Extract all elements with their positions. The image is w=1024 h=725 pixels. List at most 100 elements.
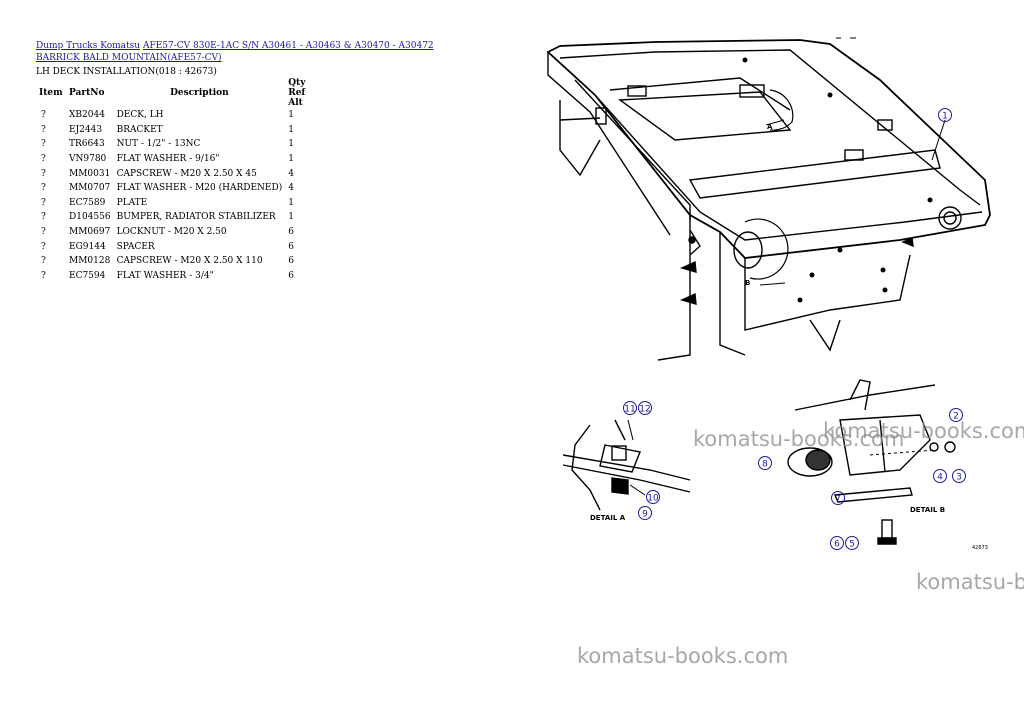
svg-text:3: 3 <box>956 473 962 483</box>
breadcrumb-link-dump-trucks[interactable]: Dump Trucks Komatsu <box>36 41 141 51</box>
row-qty: 4 <box>288 168 294 179</box>
svg-text:7: 7 <box>835 495 841 505</box>
table-row: ? TR6643 NUT - 1/2" - 13NC 1 <box>36 137 308 152</box>
row-description: LOCKNUT - M20 X 2.50 <box>116 227 227 238</box>
row-description: PLATE <box>116 197 148 208</box>
breadcrumb: Dump Trucks Komatsu AFE57-CV 830E-1AC S/… <box>36 40 476 64</box>
parts-table-body: ? XB2044 DECK, LH 1? EJ2443 BRACKET 1? TR6643 NU… <box>36 108 308 283</box>
detail-b-drawing <box>787 379 956 545</box>
callout-11: 11 <box>623 401 637 415</box>
table-row: ? MM0128 CAPSCREW - M20 X 2.50 X 110 6 <box>36 254 308 269</box>
parts-table: Item PartNo Description Qty Ref Alt ? XB2… <box>36 78 308 283</box>
drawing-number: 42673 <box>972 545 988 551</box>
row-qty: 1 <box>288 124 294 135</box>
row-partno: MM0707 <box>69 183 111 194</box>
table-row: ? VN9780 FLAT WASHER - 9/16" 1 <box>36 152 308 167</box>
callout-12: 12 <box>638 401 652 415</box>
row-item: ? <box>41 183 46 194</box>
row-item: ? <box>41 139 46 150</box>
svg-text:6: 6 <box>834 540 840 550</box>
svg-text:12: 12 <box>639 405 650 415</box>
svg-text:2: 2 <box>953 412 959 422</box>
watermark-2: komatsu-books.com <box>823 419 1024 443</box>
row-partno: EJ2443 <box>69 124 103 135</box>
row-qty: 4 <box>288 183 294 194</box>
watermark-3: komatsu-b <box>916 570 1024 594</box>
callout-3: 3 <box>952 469 966 483</box>
row-item: ? <box>41 256 46 267</box>
row-description: FLAT WASHER - 9/16" <box>116 154 220 165</box>
row-item: ? <box>41 241 46 252</box>
row-qty: 6 <box>288 227 294 238</box>
row-qty: 6 <box>288 241 294 252</box>
row-partno: VN9780 <box>69 154 107 165</box>
svg-text:10: 10 <box>647 494 659 504</box>
svg-text:4: 4 <box>937 473 943 483</box>
callout-9: 9 <box>638 506 652 520</box>
table-row: ? EC7589 PLATE 1 <box>36 196 308 211</box>
row-item: ? <box>41 168 46 179</box>
deck-assembly-drawing <box>546 39 991 361</box>
row-qty: 1 <box>288 197 294 208</box>
row-description: BRACKET <box>116 124 163 135</box>
row-description: DECK, LH <box>116 110 164 121</box>
row-description: FLAT WASHER - M20 (HARDENED) <box>116 183 283 194</box>
header-partno: PartNo <box>69 88 105 98</box>
row-description: CAPSCREW - M20 X 2.50 X 110 <box>116 256 263 267</box>
row-partno: MM0697 <box>69 227 111 238</box>
row-item: ? <box>41 270 46 281</box>
detail-a-drawing <box>562 419 691 511</box>
row-partno: TR6643 <box>69 139 105 150</box>
row-item: ? <box>41 227 46 238</box>
callout-5: 5 <box>845 536 859 550</box>
row-item: ? <box>41 197 46 208</box>
header-qty-ref-alt: Qty Ref Alt <box>288 78 306 108</box>
view-a-label: A <box>767 123 773 131</box>
breadcrumb-link-model[interactable]: AFE57-CV 830E-1AC S/N A30461 - A30463 & … <box>36 41 434 63</box>
callout-7: 7 <box>831 491 845 505</box>
header-description: Description <box>170 88 229 98</box>
callout-6: 6 <box>830 536 844 550</box>
table-row: ? EJ2443 BRACKET 1 <box>36 123 308 138</box>
row-description: NUT - 1/2" - 13NC <box>116 139 201 150</box>
row-qty: 1 <box>288 110 294 121</box>
header-item: Item <box>39 88 63 98</box>
row-item: ? <box>41 110 46 121</box>
row-item: ? <box>41 124 46 135</box>
callout-10: 10 <box>646 490 660 504</box>
table-row: ? EC7594 FLAT WASHER - 3/4" 6 <box>36 269 308 284</box>
table-header-row: Item PartNo Description Qty Ref Alt <box>36 78 308 108</box>
parts-diagram: 1 11 12 10 9 2 8 4 3 7 6 5 A B DETAIL A … <box>546 37 991 551</box>
detail-a-label: DETAIL A <box>590 514 626 522</box>
view-b-label: B <box>745 279 750 287</box>
watermark-4: komatsu-books.com <box>577 644 789 668</box>
row-description: FLAT WASHER - 3/4" <box>116 270 214 281</box>
callout-2: 2 <box>949 408 963 422</box>
row-qty: 1 <box>288 139 294 150</box>
table-row: ? MM0707 FLAT WASHER - M20 (HARDENED) 4 <box>36 181 308 196</box>
row-description: SPACER <box>116 241 155 252</box>
row-qty: 1 <box>288 212 294 223</box>
row-item: ? <box>41 154 46 165</box>
callout-8: 8 <box>758 456 772 470</box>
svg-text:1: 1 <box>942 112 948 122</box>
row-partno: EC7589 <box>69 197 106 208</box>
row-qty: 1 <box>288 154 294 165</box>
row-partno: MM0128 <box>69 256 111 267</box>
section-title: LH DECK INSTALLATION(018 : 42673) <box>36 67 217 77</box>
row-item: ? <box>41 212 46 223</box>
row-partno: EG9144 <box>69 241 106 252</box>
row-qty: 6 <box>288 256 294 267</box>
row-partno: EC7594 <box>69 270 106 281</box>
svg-text:5: 5 <box>849 540 855 550</box>
svg-text:11: 11 <box>624 405 635 415</box>
svg-text:8: 8 <box>762 460 768 470</box>
row-qty: 6 <box>288 270 294 281</box>
row-partno: XB2044 <box>69 110 105 121</box>
row-partno: D104556 <box>69 212 111 223</box>
svg-text:9: 9 <box>642 510 648 520</box>
row-description: BUMPER, RADIATOR STABILIZER <box>116 212 276 223</box>
watermark-1: komatsu-books.com <box>693 427 905 451</box>
row-partno: MM0031 <box>69 168 111 179</box>
